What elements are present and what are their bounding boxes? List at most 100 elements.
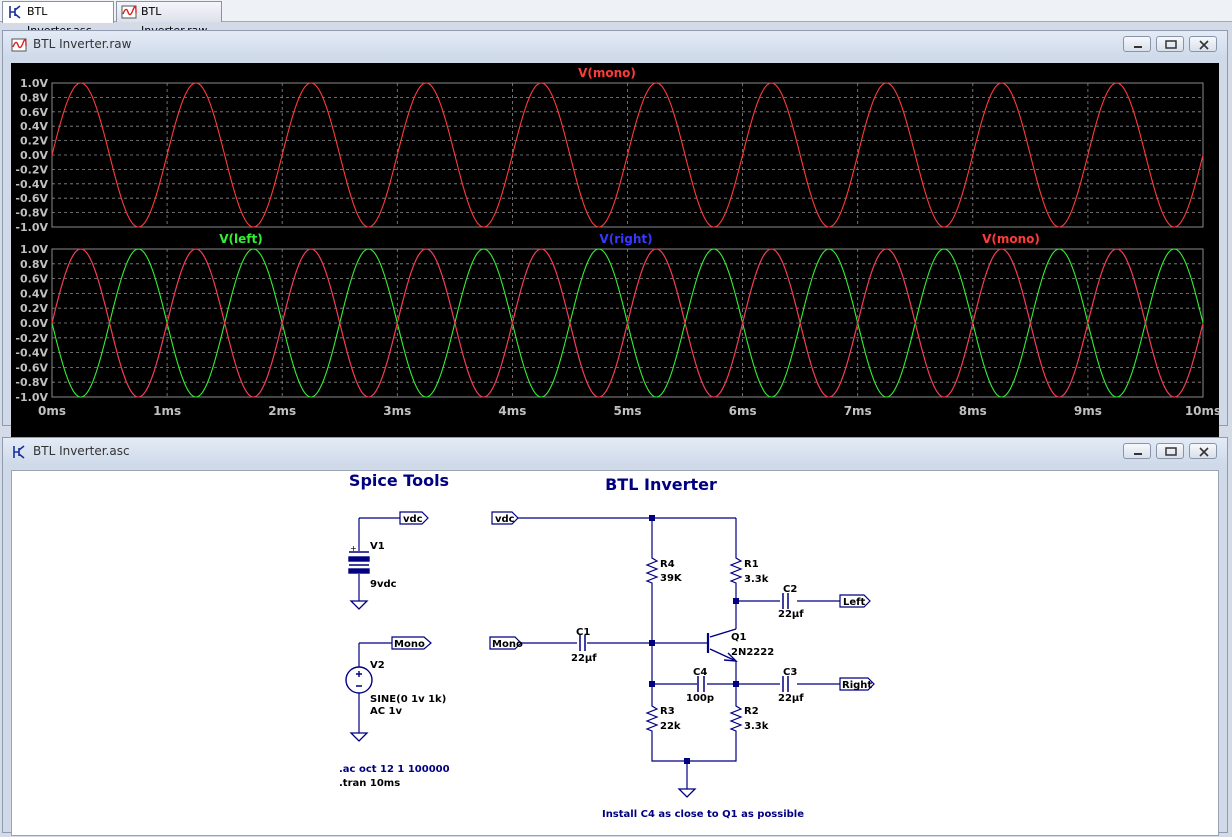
y-tick-label: -0.2V [15, 163, 48, 176]
resistor-r1[interactable] [729, 553, 743, 587]
close-button[interactable] [1189, 443, 1217, 459]
waveform-plot[interactable]: 1.0V0.8V0.6V0.4V0.2V0.0V-0.2V-0.4V-0.6V-… [11, 63, 1221, 449]
trace-label-mono-bottom[interactable]: V(mono) [982, 232, 1040, 246]
net-flag-mono[interactable] [391, 636, 432, 650]
sine-source-v2[interactable] [345, 666, 373, 694]
x-tick-label: 2ms [268, 404, 296, 418]
capacitor-c4[interactable] [697, 676, 705, 692]
capacitor-c3[interactable] [782, 676, 789, 692]
x-tick-label: 6ms [729, 404, 757, 418]
y-tick-label: -1.0V [15, 391, 48, 404]
tab-btl-inverter-asc[interactable]: BTL Inverter.asc [2, 1, 114, 37]
wire[interactable] [709, 628, 737, 638]
plot-pane-mono[interactable]: 1.0V0.8V0.6V0.4V0.2V0.0V-0.2V-0.4V-0.6V-… [15, 77, 1204, 234]
tran-directive[interactable]: .tran 10ms [339, 778, 400, 789]
minimize-button[interactable] [1123, 36, 1151, 52]
v1-value: 9vdc [370, 579, 397, 590]
resistors [645, 553, 743, 733]
net-flag-vdc[interactable] [399, 511, 429, 525]
schematic-drawing[interactable]: + [12, 471, 1218, 835]
junction-dot [649, 515, 655, 521]
c4-value: 100p [686, 693, 714, 704]
plus-sign: + [350, 544, 357, 553]
wire[interactable] [348, 568, 370, 574]
restore-button[interactable] [1156, 443, 1184, 459]
y-tick-label: -1.0V [15, 221, 48, 234]
net-flag-mono-input[interactable] [489, 636, 522, 650]
plot-pane-stereo[interactable]: 1.0V0.8V0.6V0.4V0.2V0.0V-0.2V-0.4V-0.6V-… [15, 243, 1204, 404]
transistor-q1[interactable] [706, 628, 738, 662]
r4-value: 39K [660, 573, 683, 584]
y-tick-label: 0.8V [20, 91, 48, 104]
v2-value-line1: SINE(0 1v 1k) [370, 694, 446, 705]
c3-name: C3 [783, 667, 797, 678]
trace-label-left[interactable]: V(left) [219, 232, 262, 246]
x-tick-label: 4ms [498, 404, 526, 418]
trace-vmono[interactable] [51, 248, 1204, 398]
y-tick-label: -0.4V [15, 178, 48, 191]
capacitor-c2[interactable] [782, 593, 789, 609]
c1-name: C1 [576, 627, 590, 638]
minimize-icon [1134, 453, 1142, 455]
restore-button[interactable] [1156, 36, 1184, 52]
wire[interactable] [345, 666, 373, 694]
window-title: BTL Inverter.asc [33, 444, 130, 458]
minimize-button[interactable] [1123, 443, 1151, 459]
install-note: Install C4 as close to Q1 as possible [602, 809, 804, 820]
junction-dot [649, 640, 655, 646]
c3-value: 22µf [778, 693, 804, 704]
window-title: BTL Inverter.raw [33, 37, 132, 51]
resistor-r4[interactable] [645, 553, 659, 587]
wire[interactable] [651, 733, 737, 762]
net-flag-left[interactable] [839, 594, 871, 608]
y-tick-label: -0.8V [15, 207, 48, 220]
junction-dots [649, 515, 739, 764]
x-tick-label: 0ms [38, 404, 66, 418]
restore-icon [1165, 40, 1177, 49]
waveform-icon [11, 38, 27, 52]
c4-name: C4 [693, 667, 707, 678]
trace-vmono[interactable] [51, 82, 1204, 228]
y-tick-label: -0.2V [15, 332, 48, 345]
r1-name: R1 [744, 559, 759, 570]
net-flags [391, 511, 875, 691]
ground-icon[interactable] [349, 732, 369, 742]
net-label-left: Left [843, 597, 866, 608]
net-label-mono: Mono [394, 639, 425, 650]
capacitor-c1[interactable] [579, 635, 586, 651]
trace-label-right[interactable]: V(right) [599, 232, 652, 246]
wire[interactable] [356, 671, 362, 687]
x-tick-label: 3ms [383, 404, 411, 418]
wire[interactable] [709, 648, 737, 662]
schematic-editor-window: BTL Inverter.asc [2, 437, 1228, 836]
c2-value: 22µf [778, 609, 804, 620]
battery-v1[interactable] [348, 551, 370, 574]
ground-icon[interactable] [349, 600, 369, 610]
schematic-icon [9, 5, 21, 19]
wire[interactable] [723, 652, 738, 662]
ground-icon[interactable] [677, 788, 697, 798]
q1-value: 2N2222 [731, 647, 774, 658]
wire[interactable] [348, 556, 370, 562]
v2-value-line2: AC 1v [370, 706, 403, 717]
resistor-r2[interactable] [729, 701, 743, 733]
window-title-bar[interactable]: BTL Inverter.raw [3, 31, 1227, 57]
tab-btl-inverter-raw[interactable]: BTL Inverter.raw [116, 1, 222, 37]
schematic-canvas[interactable]: + [11, 470, 1219, 836]
resistor-r3[interactable] [645, 701, 659, 733]
x-tick-label: 5ms [614, 404, 642, 418]
r2-value: 3.3k [744, 721, 769, 732]
ac-directive[interactable]: .ac oct 12 1 100000 [339, 764, 450, 775]
trace-label-mono-top[interactable]: V(mono) [578, 66, 636, 80]
capacitors [579, 593, 789, 692]
y-tick-label: 0.8V [20, 258, 48, 271]
junction-dot [649, 681, 655, 687]
net-flag-vdc-main[interactable] [491, 511, 519, 525]
x-tick-label: 7ms [844, 404, 872, 418]
close-button[interactable] [1189, 36, 1217, 52]
window-title-bar[interactable]: BTL Inverter.asc [3, 438, 1227, 464]
q1-name: Q1 [731, 632, 747, 643]
net-flag-right[interactable] [839, 677, 875, 691]
